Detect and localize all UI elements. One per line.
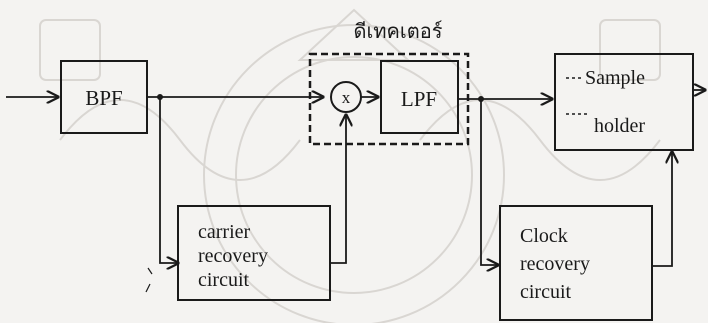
clock-label-line2: recovery xyxy=(520,253,590,275)
detector-title: ดีเทคเตอร์ xyxy=(354,20,443,43)
lpf-label: LPF xyxy=(401,87,437,111)
clock-label-line1: Clock xyxy=(520,225,568,247)
sample-holder-line1: Sample xyxy=(585,67,645,89)
bpf-to-carrier-wire xyxy=(160,97,178,263)
bpf-label: BPF xyxy=(85,86,122,110)
sample-holder-line2: holder xyxy=(594,115,645,137)
multiplier-block: x xyxy=(331,82,361,112)
background-watermark xyxy=(40,10,660,323)
scan-mark xyxy=(146,268,152,292)
clock-label-line3: circuit xyxy=(520,281,572,303)
carrier-to-mixer-wire xyxy=(330,115,346,263)
sample-holder-block: Sample holder xyxy=(555,54,693,150)
multiplier-label: x xyxy=(342,88,351,107)
clock-to-sampler-wire xyxy=(652,152,672,266)
clock-recovery-block: Clock recovery circuit xyxy=(500,206,652,320)
carrier-label-line3: circuit xyxy=(198,269,250,291)
lpf-block: LPF xyxy=(381,61,458,133)
carrier-label-line2: recovery xyxy=(198,245,268,267)
carrier-label-line1: carrier xyxy=(198,221,251,243)
